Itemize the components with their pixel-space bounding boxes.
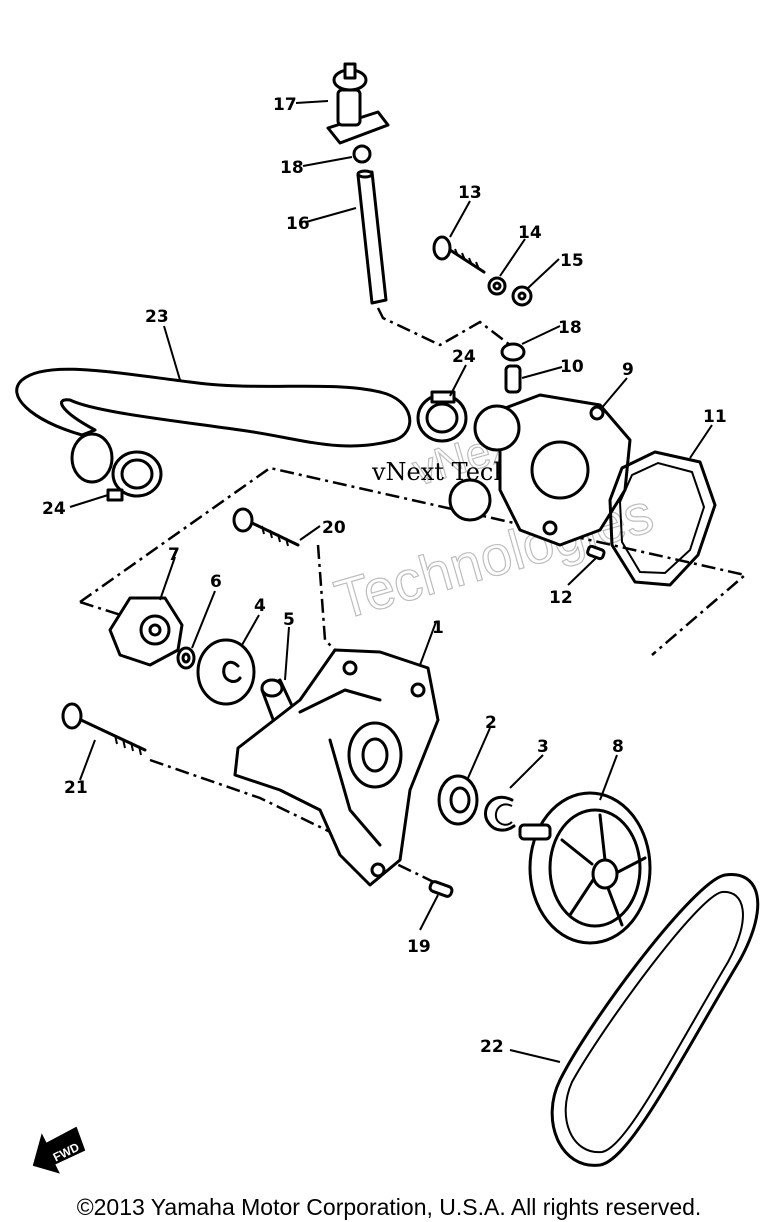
part-23-hose bbox=[15, 367, 412, 484]
part-3-circlip bbox=[484, 796, 516, 832]
callout-20: 20 bbox=[322, 518, 346, 538]
callout-24-left: 24 bbox=[42, 499, 66, 519]
part-17-cap bbox=[326, 62, 390, 145]
callout-7: 7 bbox=[168, 545, 180, 565]
callout-17: 17 bbox=[273, 95, 297, 115]
part-11-gasket bbox=[608, 450, 717, 587]
callout-10: 10 bbox=[560, 357, 584, 377]
callout-3: 3 bbox=[537, 737, 549, 757]
callout-8: 8 bbox=[612, 737, 624, 757]
callout-15: 15 bbox=[560, 251, 584, 271]
callout-18-lower: 18 bbox=[558, 318, 582, 338]
part-15-washer bbox=[511, 285, 533, 307]
part-16-pipe bbox=[356, 169, 388, 305]
callout-6: 6 bbox=[210, 572, 222, 592]
callout-labels: 1 2 3 4 5 6 7 8 9 10 11 12 13 14 15 16 1… bbox=[42, 95, 727, 1057]
callout-16: 16 bbox=[286, 214, 310, 234]
callout-19: 19 bbox=[407, 937, 431, 957]
leader-lines bbox=[69, 100, 713, 1063]
part-7-impeller bbox=[108, 596, 184, 667]
part-4-seal bbox=[196, 638, 256, 706]
part-24-clamp-left bbox=[106, 450, 163, 502]
part-20-bolt bbox=[232, 507, 300, 547]
copyright-notice: ©2013 Yamaha Motor Corporation, U.S.A. A… bbox=[76, 1194, 702, 1220]
callout-4: 4 bbox=[254, 596, 266, 616]
part-24-clamp-right bbox=[416, 390, 468, 443]
part-22-belt bbox=[550, 873, 760, 1167]
callout-11: 11 bbox=[703, 407, 727, 427]
part-14-washer bbox=[487, 276, 507, 296]
callout-24-right: 24 bbox=[452, 347, 476, 367]
callout-1: 1 bbox=[432, 618, 444, 638]
callout-2: 2 bbox=[485, 713, 497, 733]
part-18-clamp-lower bbox=[500, 342, 526, 362]
part-2-bearing bbox=[437, 774, 479, 826]
callout-14: 14 bbox=[518, 223, 542, 243]
callout-22: 22 bbox=[480, 1037, 504, 1057]
callout-12: 12 bbox=[549, 588, 573, 608]
callout-21: 21 bbox=[64, 778, 88, 798]
part-19-dowel bbox=[428, 880, 454, 898]
callout-13: 13 bbox=[458, 183, 482, 203]
part-12-dowel bbox=[586, 544, 606, 561]
callout-9: 9 bbox=[622, 360, 634, 380]
callout-23: 23 bbox=[145, 307, 169, 327]
part-8-pulley bbox=[518, 791, 652, 945]
part-21-bolt bbox=[61, 702, 147, 756]
part-10-fitting bbox=[504, 364, 522, 394]
callout-18-upper: 18 bbox=[280, 158, 304, 178]
part-1-housing bbox=[233, 648, 440, 887]
callout-5: 5 bbox=[283, 610, 295, 630]
part-6-washer bbox=[176, 646, 196, 670]
front-direction-arrow: FWD bbox=[32, 1126, 86, 1174]
part-13-bolt bbox=[432, 235, 486, 274]
part-18-clamp-upper bbox=[352, 144, 372, 164]
part-9-pump-cover bbox=[448, 393, 632, 547]
